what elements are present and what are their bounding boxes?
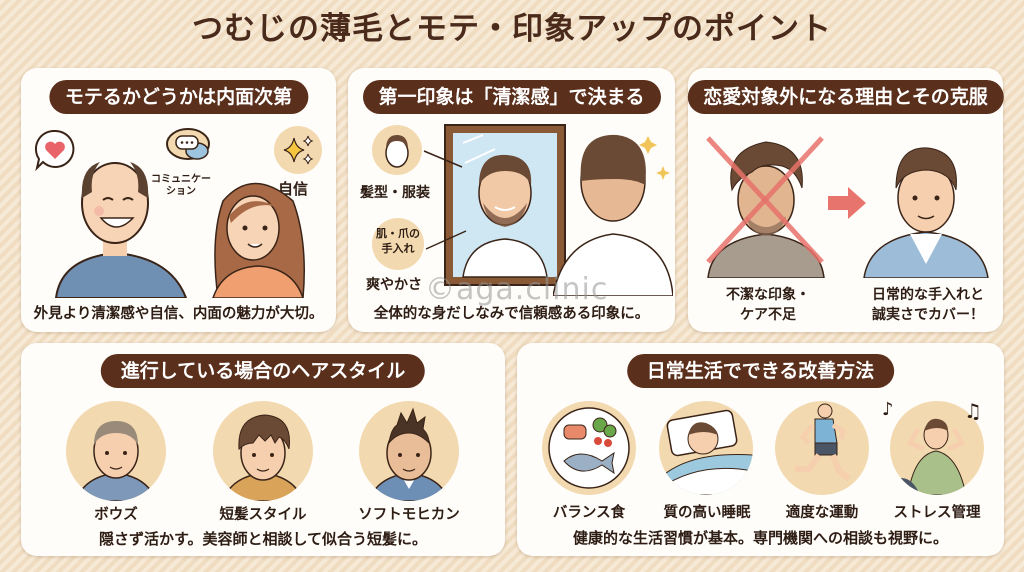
panel-heading: 進行している場合のヘアスタイル bbox=[100, 354, 426, 388]
skin-nails-badge bbox=[372, 218, 424, 270]
panel-first-impression: 第一印象は「清潔感」で決まる 髪型・服装 肌・爪の 手入れ 爽やかさ 全体的な身… bbox=[348, 68, 675, 332]
panel-heading: 恋愛対象外になる理由とその克服 bbox=[687, 80, 1004, 114]
lifestyle-label: ストレス管理 bbox=[893, 505, 981, 521]
panel-lifestyle: 日常生活でできる改善方法 ♪ ♫ バランス食 質の高い睡眠 適度な運動 ストレス… bbox=[517, 343, 1004, 556]
music-note-icon: ♫ bbox=[964, 399, 982, 423]
freshness-label: 爽やかさ bbox=[366, 277, 422, 293]
head-silhouette-icon bbox=[372, 125, 422, 175]
before-label: 不潔な印象・ ケア不足 bbox=[726, 287, 810, 323]
communication-label: コミュニケー ション bbox=[151, 174, 211, 197]
panel-heading: 日常生活でできる改善方法 bbox=[626, 354, 895, 388]
confidence-label: 自信 bbox=[278, 180, 309, 198]
hair-clothes-label: 髪型・服装 bbox=[360, 185, 430, 201]
panel-heading: モテるかどうかは内面次第 bbox=[48, 80, 309, 114]
relax-music-icon bbox=[890, 401, 984, 495]
unkempt-man-illustration bbox=[702, 130, 830, 278]
panel-inner-appeal: モテるかどうかは内面次第 コミュニケー ション 自信 外見より清潔感や自信、内面… bbox=[21, 68, 336, 332]
panel-caption: 隠さず活かす。美容師と相談して似合う短髪に。 bbox=[98, 530, 428, 548]
mirror-illustration bbox=[443, 123, 568, 288]
food-plate-icon bbox=[542, 401, 636, 495]
sparkle-icon bbox=[274, 126, 322, 174]
after-label: 日常的な手入れと 誠実さでカバー！ bbox=[872, 287, 984, 323]
lifestyle-label: 質の高い睡眠 bbox=[663, 505, 751, 521]
panel-caption: 外見より清潔感や自信、内面の魅力が大切。 bbox=[33, 306, 324, 322]
hairstyle-label: ボウズ bbox=[94, 507, 138, 523]
groomed-man-illustration bbox=[860, 130, 992, 278]
soft-mohawk-avatar bbox=[359, 401, 459, 501]
buzzcut-avatar bbox=[66, 401, 166, 501]
short-hair-avatar bbox=[213, 401, 313, 501]
panel-overcome: 恋愛対象外になる理由とその克服 不潔な印象・ ケア不足 日常的な手入れと 誠実さ… bbox=[687, 68, 1004, 332]
heart-bubble-icon bbox=[33, 128, 77, 172]
page-title: つむじの薄毛とモテ・印象アップのポイント bbox=[192, 11, 832, 47]
man-back-illustration bbox=[553, 126, 673, 296]
skin-nails-label: 肌・爪の 手入れ bbox=[376, 227, 420, 255]
panel-hairstyles: 進行している場合のヘアスタイル ボウズ 短髪スタイル ソフトモヒカン 隠さず活か… bbox=[21, 343, 505, 556]
lifestyle-label: 適度な運動 bbox=[785, 505, 859, 521]
arrow-right-icon bbox=[826, 186, 868, 220]
panel-caption: 全体的な身だしなみで信頼感ある印象に。 bbox=[373, 306, 650, 322]
music-note-icon: ♪ bbox=[882, 399, 894, 420]
panel-heading: 第一印象は「清潔感」で決まる bbox=[362, 80, 661, 114]
hairstyle-label: 短髪スタイル bbox=[219, 507, 307, 523]
sleep-icon bbox=[659, 401, 753, 495]
lifestyle-label: バランス食 bbox=[552, 505, 626, 521]
panel-caption: 健康的な生活習慣が基本。専門機関への相談も視野に。 bbox=[572, 529, 948, 547]
running-icon bbox=[775, 401, 869, 495]
hairstyle-label: ソフトモヒカン bbox=[358, 507, 460, 523]
chat-bubble-icon bbox=[164, 126, 216, 168]
pointer-lines bbox=[423, 150, 467, 250]
woman-illustration bbox=[203, 176, 313, 298]
balding-man-illustration bbox=[51, 148, 191, 298]
